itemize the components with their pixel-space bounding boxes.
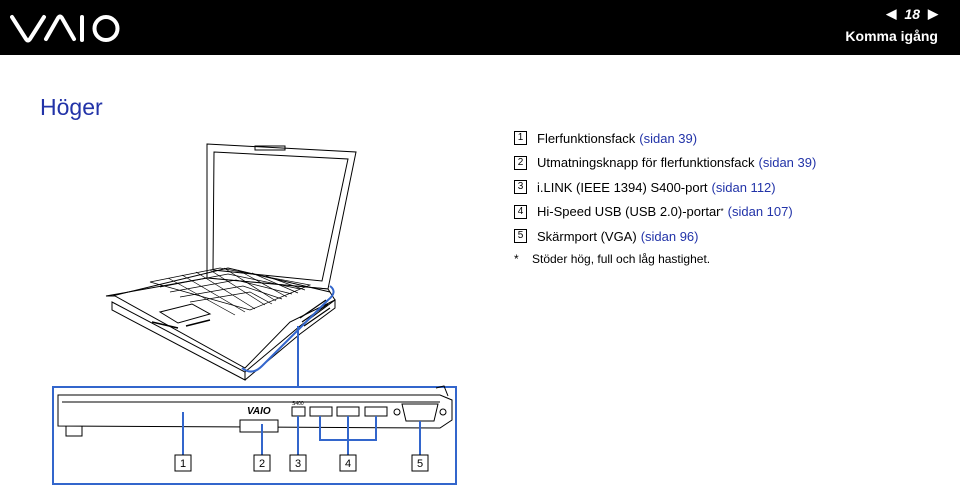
callout-box-3 xyxy=(289,454,307,472)
side-highlight xyxy=(241,285,335,373)
callout-box-2 xyxy=(253,454,271,472)
callout-1: 1 xyxy=(180,458,186,470)
list-item: 4 Hi-Speed USB (USB 2.0)-portar* (sidan … xyxy=(514,200,816,225)
item-number: 2 xyxy=(514,155,527,170)
item-number: 1 xyxy=(514,131,527,146)
page-number: 18 xyxy=(904,6,920,22)
item-text: Flerfunktionsfack xyxy=(537,130,636,146)
page-link[interactable]: (sidan 39) xyxy=(639,130,698,146)
page-link[interactable]: (sidan 112) xyxy=(711,179,776,195)
item-text: i.LINK (IEEE 1394) S400-port xyxy=(537,179,708,195)
page-heading: Höger xyxy=(40,94,103,120)
callout-2: 2 xyxy=(259,458,265,470)
footnote-text: Stöder hög, full och låg hastighet. xyxy=(532,251,711,266)
item-number: 4 xyxy=(514,204,527,219)
page-link[interactable]: (sidan 107) xyxy=(727,204,793,220)
top-banner: ◀ 18 ▶ Komma igång xyxy=(0,0,960,55)
callout-5: 5 xyxy=(417,458,423,470)
item-text: Utmatningsknapp för flerfunktionsfack xyxy=(537,155,755,171)
page-link[interactable]: (sidan 96) xyxy=(640,228,699,244)
page-link[interactable]: (sidan 39) xyxy=(758,155,817,171)
next-page-icon[interactable]: ▶ xyxy=(928,6,938,21)
side-view-frame xyxy=(52,386,457,485)
list-item: 5 Skärmport (VGA) (sidan 96) xyxy=(514,224,816,249)
previous-page-icon[interactable]: ◀ xyxy=(886,6,897,21)
port-label: S400 xyxy=(292,401,304,407)
page-navigation: ◀ 18 ▶ xyxy=(886,6,938,22)
callout-box-4 xyxy=(339,454,357,472)
item-text: Skärmport (VGA) xyxy=(537,228,637,244)
callout-box-5 xyxy=(411,454,429,472)
list-item: 1 Flerfunktionsfack (sidan 39) xyxy=(514,126,816,151)
vaio-logo xyxy=(10,14,120,43)
item-number: 3 xyxy=(514,180,527,195)
item-number: 5 xyxy=(514,229,527,244)
footnote: * Stöder hög, full och låg hastighet. xyxy=(514,247,816,272)
item-text: Hi-Speed USB (USB 2.0)-portar xyxy=(537,204,721,220)
footnote-marker: * xyxy=(720,207,724,217)
side-logo: VAIO xyxy=(247,406,271,417)
callout-box-1 xyxy=(174,454,192,472)
list-item: 2 Utmatningsknapp för flerfunktionsfack … xyxy=(514,151,816,176)
callout-3: 3 xyxy=(295,458,301,470)
port-list: 1 Flerfunktionsfack (sidan 39) 2 Utmatni… xyxy=(514,126,816,271)
callout-4: 4 xyxy=(345,458,351,470)
section-title: Komma igång xyxy=(845,28,938,44)
footnote-mark: * xyxy=(514,251,519,266)
list-item: 3 i.LINK (IEEE 1394) S400-port (sidan 11… xyxy=(514,175,816,200)
